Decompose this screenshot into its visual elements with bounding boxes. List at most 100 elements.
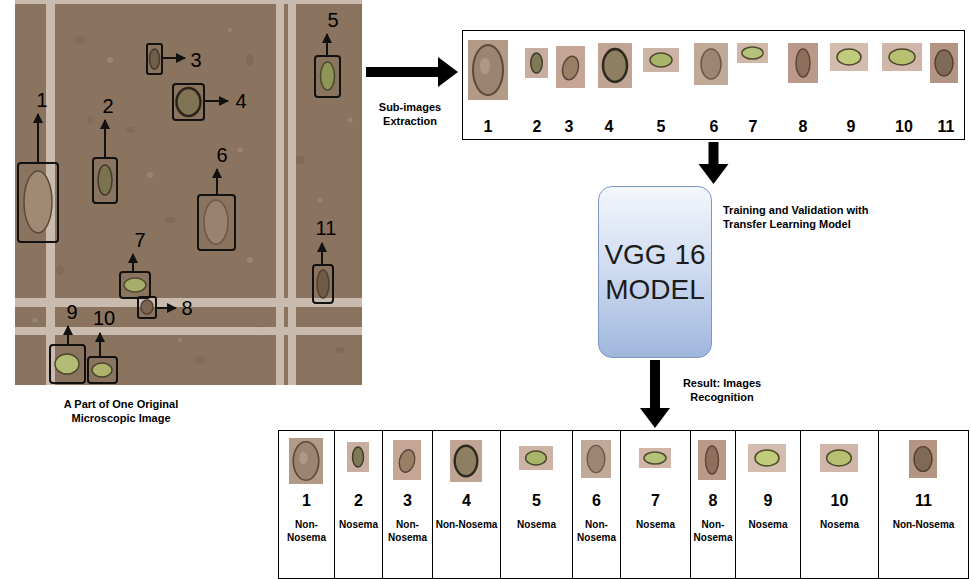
arrow-label: Sub-images Extraction [368,100,452,129]
result-image [748,444,786,472]
result-thumbnails [289,438,937,484]
sub-image [788,43,818,83]
microscope-photo [15,0,362,385]
sub-image-thumbnails [468,40,958,100]
callout-number: 3 [190,50,201,70]
sub-image-number: 2 [522,117,552,136]
result-cell: 8Non-Nosema [690,430,736,579]
callout-number: 1 [36,90,47,110]
sub-image [643,48,679,72]
model-box: VGG 16 MODEL [598,186,712,358]
class-label: Nosema [623,519,688,532]
cell-number: 6 [575,491,618,510]
sub-image-strip: 1234 5 67 89 10 11 [462,30,965,140]
sub-image-number: 4 [594,117,624,136]
selection-boxes [18,44,340,383]
cell-number: 8 [693,491,733,510]
class-label: Nosema [803,519,876,532]
result-cell: 5Nosema [500,430,573,579]
sub-image [830,43,868,71]
flow-arrow [366,57,458,87]
microscope-image: A Part of One Original Microscopic Image [15,0,362,425]
model-name: VGG 16 MODEL [601,237,709,307]
class-label: Non-Nosema [575,519,618,544]
sub-image-number: 3 [554,117,584,136]
sub-image [525,48,548,78]
photo-ground [15,0,362,385]
callout-number: 6 [216,145,227,165]
counting-grid [15,0,362,385]
result-image [519,446,553,470]
sub-image-number: 10 [889,117,919,136]
sub-image-number: 1 [473,117,503,136]
result-cell: 11Non-Nosema [878,430,969,579]
figure-caption: A Part of One Original Microscopic Image [45,398,197,426]
spores [24,49,335,377]
class-label: Nosema [337,519,380,532]
sub-image-number: 6 [699,117,729,136]
class-label: Nosema [503,519,570,532]
class-label: Non-Nosema [693,519,733,544]
class-label: Nosema [738,519,798,532]
cell-number: 1 [281,491,332,510]
callout-number: 10 [93,308,115,328]
photo-specks [33,28,353,342]
callout-number: 4 [235,91,246,111]
callout-number: 9 [66,302,77,322]
class-label: Non-Nosema [881,519,966,532]
cell-number: 7 [623,491,688,510]
result-cell: 3Non-Nosema [382,430,433,579]
class-label: Non-Nosema [435,519,498,532]
result-image [820,444,858,472]
sub-image-number: 9 [836,117,866,136]
cell-number: 4 [435,491,498,510]
result-cell: 6Non-Nosema [572,430,621,579]
cell-number: 9 [738,491,798,510]
cell-number: 10 [803,491,876,510]
result-cell: 2Nosema [334,430,383,579]
result-image [289,438,323,484]
result-image [639,448,671,468]
sub-image-number: 8 [788,117,818,136]
sub-image [468,40,508,100]
callout-number: 2 [102,96,113,116]
cell-number: 2 [337,491,380,510]
result-image [450,440,482,482]
callout-leaders [38,34,327,357]
cell-number: 11 [881,491,966,510]
callout-number: 7 [134,230,145,250]
result-cell: 7Nosema [620,430,691,579]
flow-arrow [640,360,670,428]
cell-number: 5 [503,491,570,510]
result-image [347,442,369,472]
callout-number: 8 [181,298,192,318]
cell-number: 3 [385,491,430,510]
sub-image [598,43,632,88]
result-image [581,440,611,478]
sub-image-number: 5 [646,117,676,136]
arrow-label: Result: Images Recognition [676,376,768,405]
sub-image [882,43,922,71]
result-cell: 1Non-Nosema [278,430,335,579]
flow-arrow [699,142,729,184]
sub-image [694,43,728,85]
callout-number: 11 [316,218,337,238]
result-image [909,440,937,478]
result-image [393,440,421,480]
sub-image-number: 7 [738,117,768,136]
result-cell: 10Nosema [800,430,879,579]
sub-image-number: 11 [931,117,961,136]
side-note: Training and Validation with Transfer Le… [723,203,883,232]
sub-image [930,43,958,83]
sub-image [737,43,768,63]
result-image [698,440,726,480]
class-label: Non-Nosema [281,519,332,544]
class-label: Non-Nosema [385,519,430,544]
sub-image [556,46,585,88]
result-cell: 4Non-Nosema [432,430,501,579]
result-cell: 9Nosema [735,430,801,579]
photo-texture [56,36,345,364]
